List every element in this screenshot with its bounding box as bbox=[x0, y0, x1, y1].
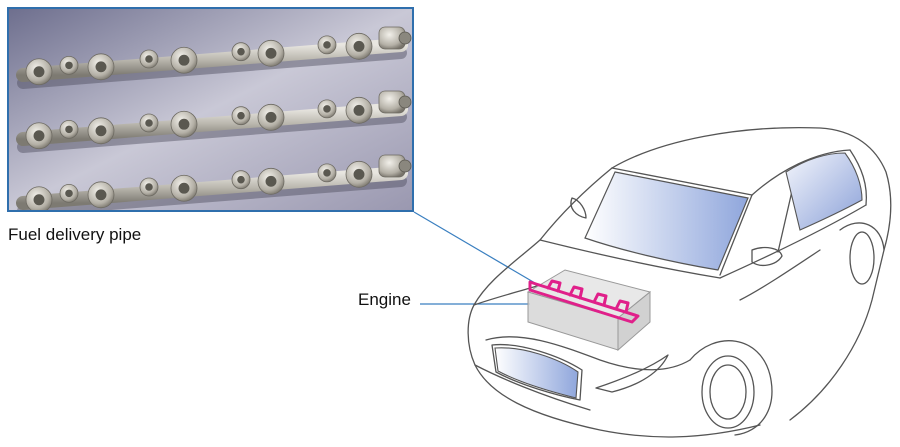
pipe-row bbox=[16, 26, 412, 89]
pipe-photo-svg bbox=[9, 9, 412, 210]
engine-label: Engine bbox=[358, 290, 411, 309]
pipe-row bbox=[16, 90, 412, 153]
grille bbox=[494, 347, 579, 399]
fuel-pipe-highlight bbox=[528, 279, 640, 324]
pipe-callout-line bbox=[413, 211, 536, 284]
side-window bbox=[785, 152, 863, 231]
fuel-delivery-pipe-photo bbox=[7, 7, 414, 212]
fuel-delivery-pipe-caption: Fuel delivery pipe bbox=[8, 225, 142, 244]
windshield bbox=[584, 171, 749, 271]
pipe-row bbox=[16, 154, 412, 210]
car-outline bbox=[467, 126, 892, 438]
pipe-rows bbox=[16, 26, 412, 210]
